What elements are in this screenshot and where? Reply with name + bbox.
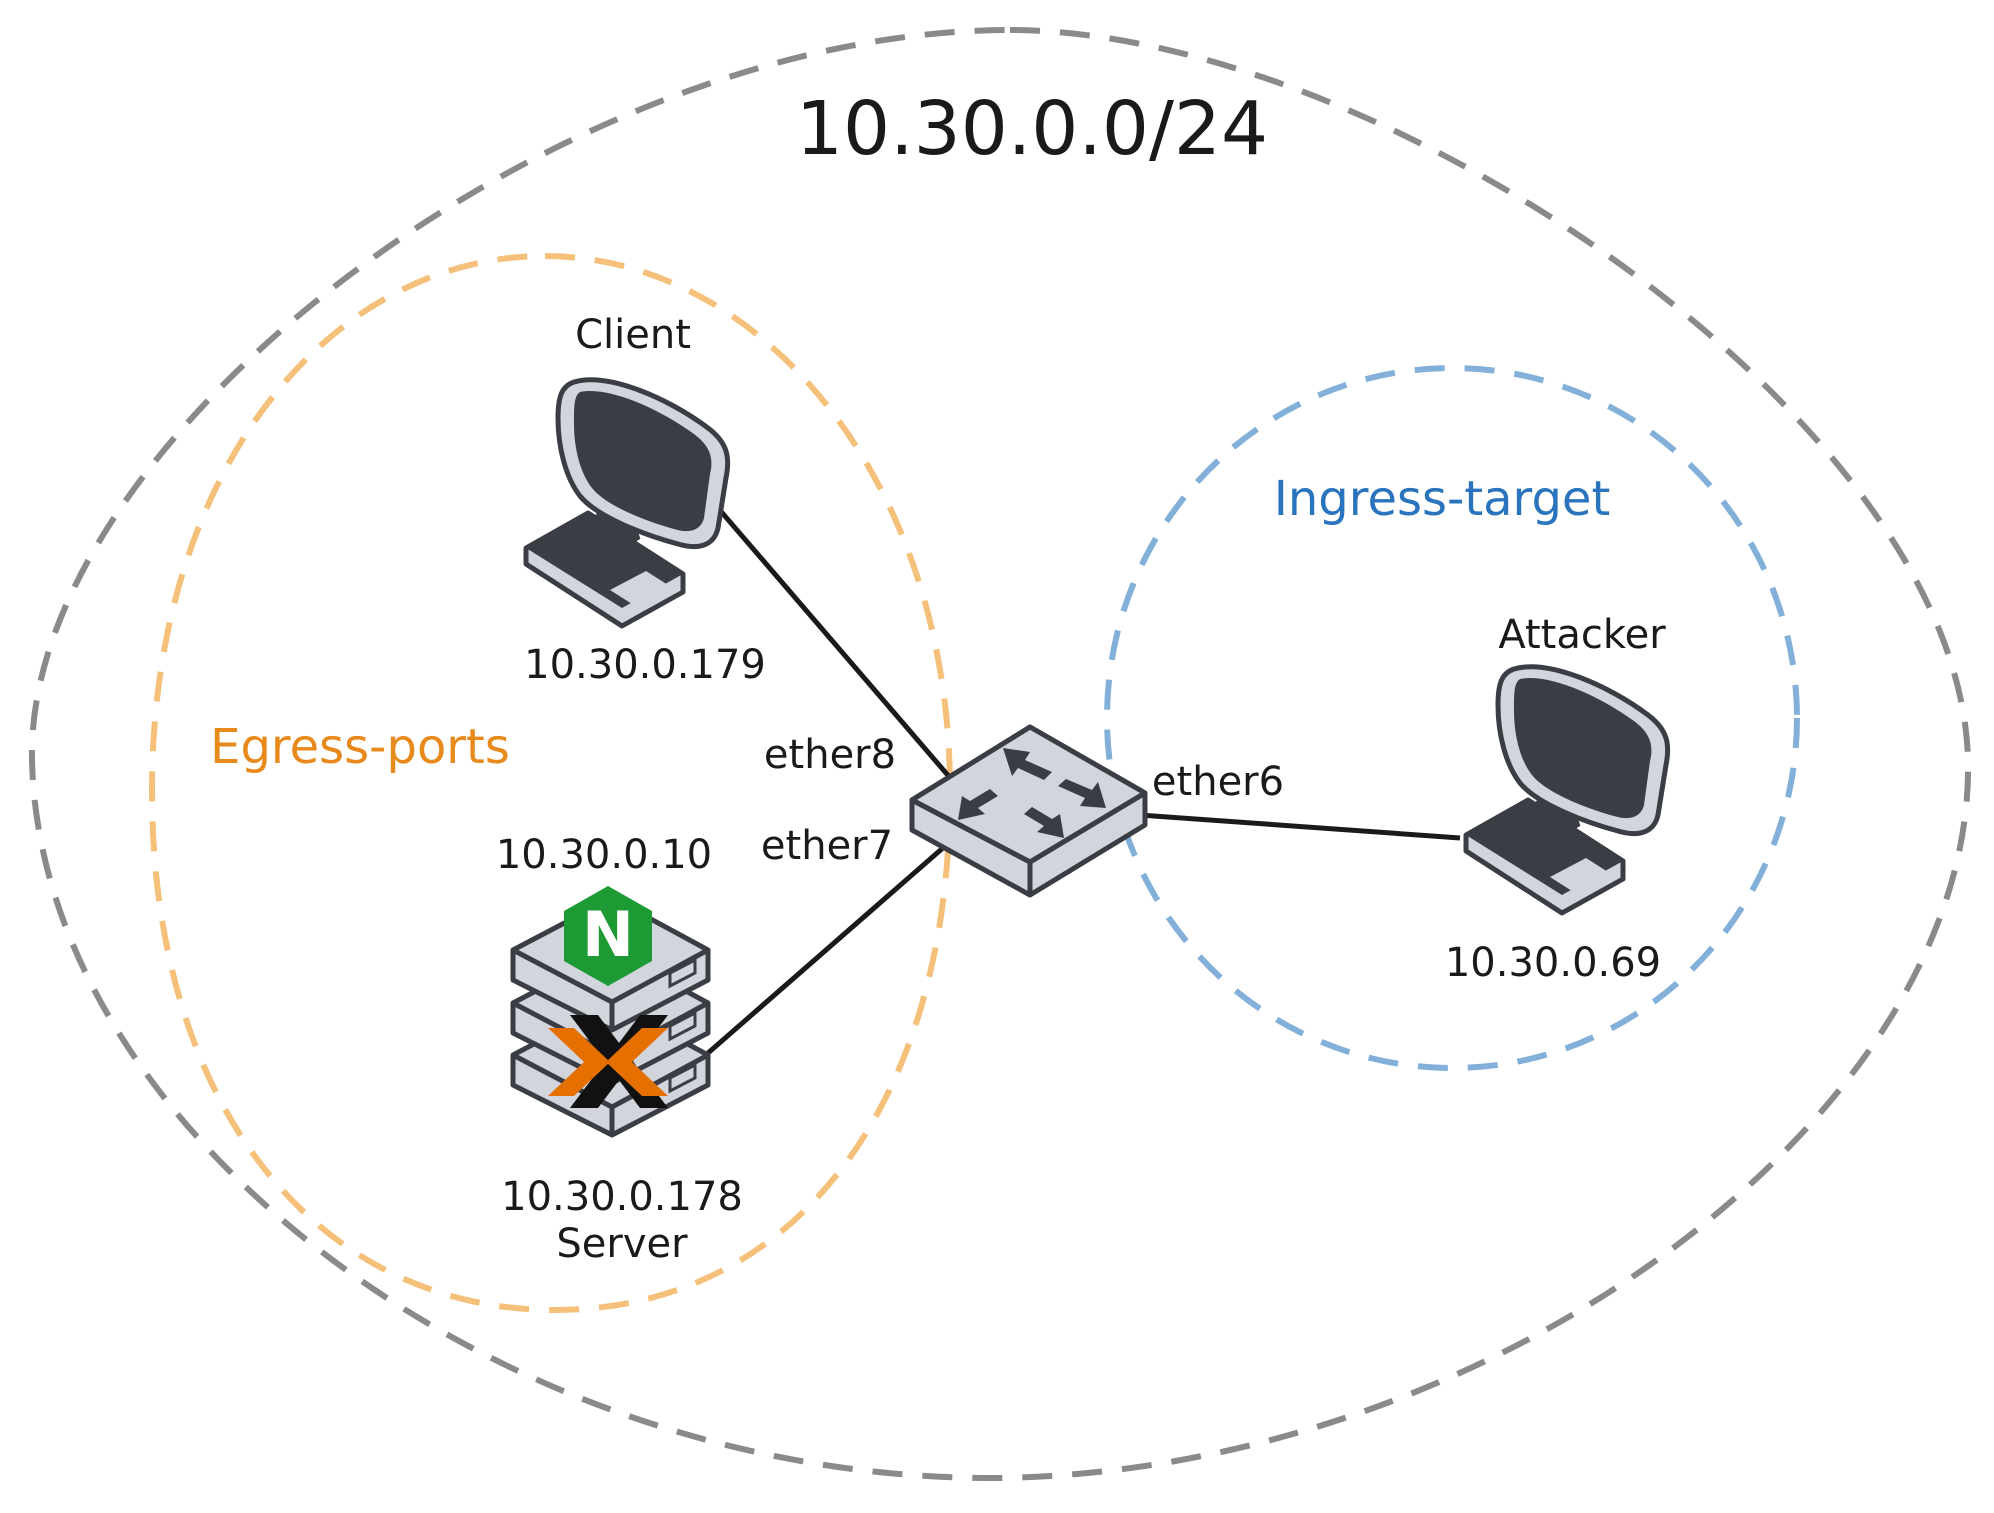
client-name: Client bbox=[575, 312, 691, 358]
subnet-label: 10.30.0.0/24 bbox=[796, 86, 1268, 172]
link-client-switch bbox=[716, 506, 954, 782]
egress-zone-label: Egress-ports bbox=[210, 719, 510, 775]
server-name: Server bbox=[556, 1221, 688, 1267]
nginx-letter: N bbox=[582, 898, 634, 971]
server-primary-ip: 10.30.0.10 bbox=[496, 832, 712, 878]
ingress-zone-boundary bbox=[1104, 365, 1800, 1071]
network-switch-icon bbox=[909, 724, 1148, 898]
attacker-ip: 10.30.0.69 bbox=[1445, 940, 1661, 986]
server-secondary-ip: 10.30.0.178 bbox=[501, 1174, 743, 1220]
attacker-name: Attacker bbox=[1498, 612, 1666, 658]
port-label-ether6: ether6 bbox=[1152, 759, 1284, 805]
port-label-ether7: ether7 bbox=[761, 823, 893, 869]
egress-zone-boundary bbox=[148, 252, 954, 1314]
attacker-computer-icon bbox=[1463, 664, 1671, 916]
link-server-switch bbox=[698, 838, 954, 1062]
desktop-computer-icon bbox=[523, 377, 731, 629]
link-switch-attacker bbox=[1139, 812, 1461, 841]
client-computer-icon bbox=[523, 377, 731, 629]
subnet-boundary bbox=[28, 26, 1972, 1482]
port-label-ether8: ether8 bbox=[764, 732, 896, 778]
proxmox-logo-icon bbox=[548, 1015, 668, 1108]
client-ip: 10.30.0.179 bbox=[524, 642, 766, 688]
switch-arrows bbox=[958, 748, 1106, 838]
nginx-logo-icon: N bbox=[564, 886, 652, 986]
desktop-computer-icon bbox=[1463, 664, 1671, 916]
ingress-zone-label: Ingress-target bbox=[1274, 471, 1611, 527]
server-stack-icon: N bbox=[510, 886, 711, 1138]
